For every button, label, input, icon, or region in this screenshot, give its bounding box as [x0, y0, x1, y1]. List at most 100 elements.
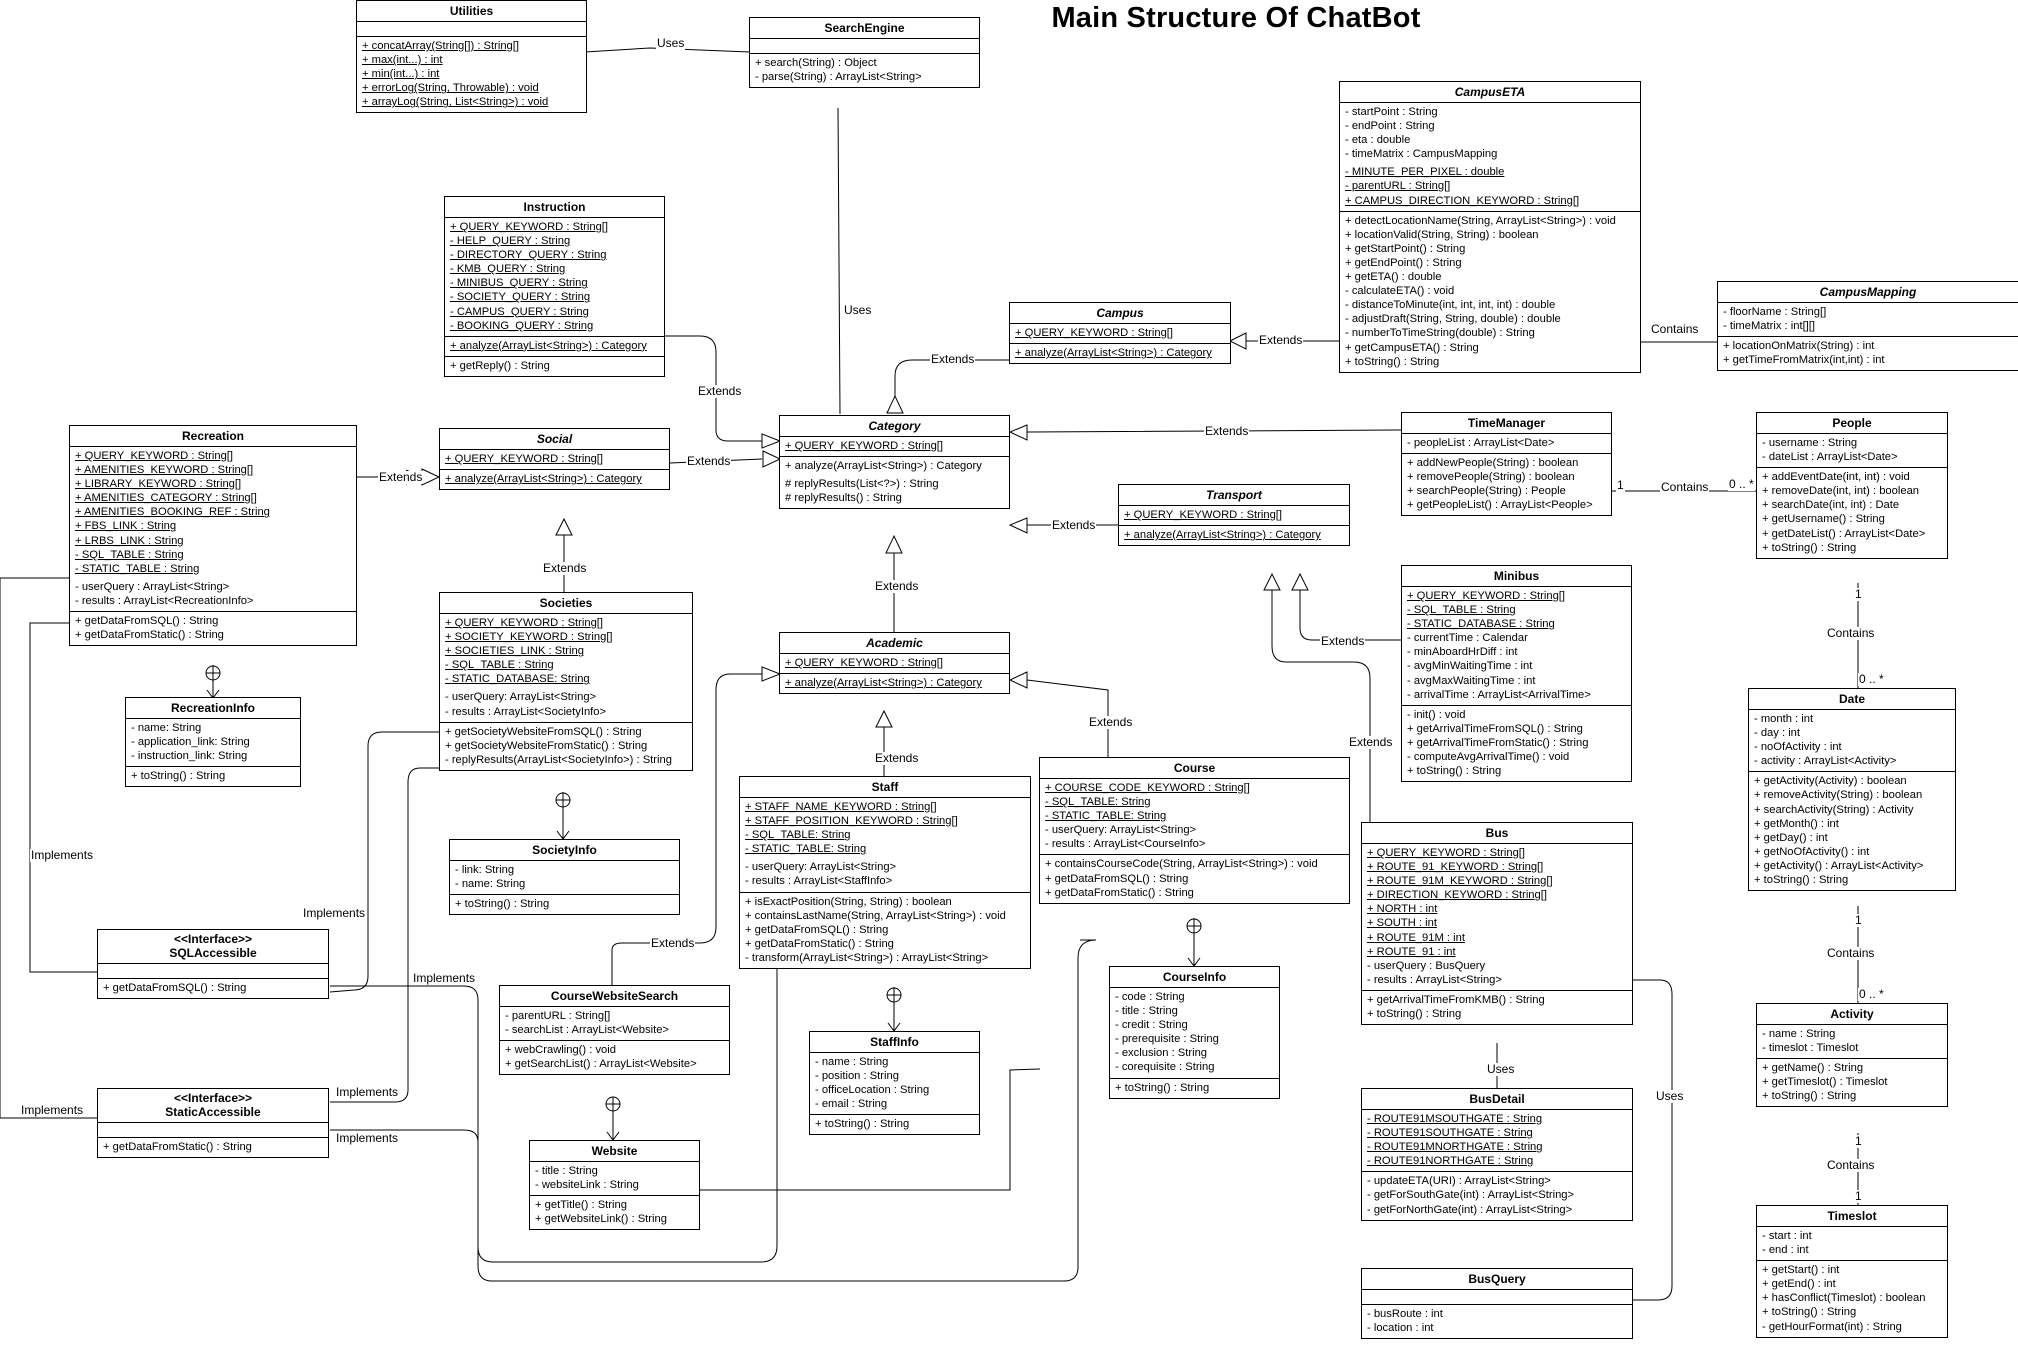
- class-name-text: BusDetail: [1469, 1092, 1525, 1106]
- class-member: - link: String: [455, 864, 515, 876]
- class-name: SocietyInfo: [450, 840, 679, 861]
- class-member: + getDataFromSQL() : String: [103, 982, 247, 994]
- edge-cws-academic: [611, 673, 762, 985]
- class-member: + NORTH : int: [1367, 903, 1438, 916]
- edge-label: Contains: [1826, 626, 1876, 640]
- class-member: + CAMPUS_DIRECTION_KEYWORD : String[]: [1345, 194, 1580, 207]
- class-member: - currentTime : Calendar: [1407, 632, 1528, 645]
- class-member: + STAFF_NAME_KEYWORD : String[]: [745, 801, 937, 813]
- class-name-text: Activity: [1830, 1007, 1874, 1021]
- edge-label: Uses: [1486, 1062, 1516, 1076]
- class-member: + QUERY_KEYWORD : String[]: [785, 440, 944, 452]
- class-member: + ROUTE_91M : int: [1367, 931, 1465, 944]
- class-member: + AMENITIES_BOOKING_REF : String: [75, 506, 270, 519]
- class-member: + toString() : String: [1115, 1081, 1210, 1094]
- edge-label: Extends: [1348, 735, 1394, 749]
- edge-recreation-staticaccessible: [0, 577, 97, 1119]
- operation-section: + getStart() : int+ getEnd() : int+ hasC…: [1757, 1261, 1947, 1336]
- class-member: - title : String: [535, 1165, 598, 1177]
- class-member: + getSocietyWebsiteFromSQL() : String: [445, 725, 642, 738]
- class-name: Societies: [440, 593, 692, 614]
- class-societyinfo: SocietyInfo- link: String- name: String+…: [449, 839, 680, 916]
- operation-section: + addNewPeople(String) : boolean+ remove…: [1402, 454, 1611, 515]
- class-member: + QUERY_KEYWORD : String[]: [1015, 327, 1174, 339]
- class-member: - distanceToMinute(int, int, int, int) :…: [1345, 299, 1556, 312]
- arrowhead-recreation-social: [421, 468, 441, 486]
- class-member: + QUERY_KEYWORD : String[]: [1407, 590, 1566, 602]
- class-member: - SOCIETY_QUERY : String: [450, 291, 591, 304]
- class-member: + getDataFromStatic() : String: [75, 629, 224, 642]
- class-member: + getNoOfActivity() : int: [1754, 845, 1870, 858]
- class-member: + toString() : String: [1762, 1306, 1857, 1319]
- operation-section: + getDataFromSQL() : String: [98, 979, 328, 998]
- class-name-text: RecreationInfo: [170, 701, 255, 715]
- class-member: - name: String: [455, 878, 526, 891]
- class-member: - SQL_TABLE: String: [1045, 796, 1151, 809]
- class-member: - CAMPUS_QUERY : String: [450, 305, 589, 318]
- edge-label: Implements: [412, 971, 477, 985]
- operation-section: + webCrawling() : void+ getSearchList() …: [500, 1041, 729, 1074]
- arrowhead-campuseta-campus: [1228, 332, 1247, 350]
- edge-label: 0 .. *: [1858, 987, 1885, 1001]
- edge-label: Implements: [335, 1085, 400, 1099]
- attribute-section: - startPoint : String- endPoint : String…: [1340, 103, 1640, 212]
- class-name: Instruction: [445, 197, 664, 218]
- class-member: - officeLocation : String: [815, 1084, 930, 1097]
- class-member: + search(String) : Object: [755, 57, 877, 69]
- class-member: + locationOnMatrix(String) : int: [1723, 340, 1875, 353]
- class-coursewebsitesearch: CourseWebsiteSearch- parentURL : String[…: [499, 985, 730, 1076]
- class-member: + containsLastName(String, ArrayList<Str…: [745, 909, 1006, 922]
- attribute-section: - name: String- application_link: String…: [126, 719, 300, 768]
- class-minibus: Minibus+ QUERY_KEYWORD : String[]- SQL_T…: [1401, 565, 1632, 783]
- class-utilities: Utilities+ concatArray(String[]) : Strin…: [356, 0, 587, 114]
- class-activity: Activity - name : String- timeslot : Time…: [1756, 1003, 1948, 1108]
- class-member: + toString() : String: [815, 1118, 910, 1131]
- operation-section: + detectLocationName(String, ArrayList<S…: [1340, 212, 1640, 372]
- attribute-section: - username : String- dateList : ArrayLis…: [1757, 434, 1947, 469]
- attribute-section: - title : String- websiteLink : String: [530, 1162, 699, 1197]
- class-name-text: People: [1832, 416, 1872, 430]
- class-member: - timeMatrix : int[][]: [1723, 320, 1815, 333]
- class-name: Bus: [1362, 823, 1632, 844]
- class-name-text: StaticAccessible: [165, 1105, 261, 1119]
- class-member: + webCrawling() : void: [505, 1044, 616, 1057]
- class-social: Social+ QUERY_KEYWORD : String[]+ analyz…: [439, 428, 670, 491]
- class-member: + ROUTE_91M_KEYWORD : String[]: [1367, 875, 1553, 888]
- class-member: - ROUTE91MNORTHGATE : String: [1367, 1141, 1543, 1154]
- class-member: + getPeopleList() : ArrayList<People>: [1407, 499, 1593, 512]
- class-member: + getETA() : double: [1345, 271, 1442, 284]
- class-member: - ROUTE91SOUTHGATE : String: [1367, 1127, 1533, 1140]
- operation-section: + toString() : String: [1110, 1079, 1279, 1098]
- attribute-section: - month : int- day : int- noOfActivity :…: [1749, 710, 1955, 773]
- edge-course-cws: [680, 1068, 1041, 1191]
- class-busquery: BusQuery- busRoute : int- location : int: [1361, 1268, 1633, 1340]
- edge-course-staticaccessible: [330, 939, 1097, 1282]
- class-member: - MINUTE_PER_PIXEL : double: [1345, 166, 1505, 179]
- edge-label: Extends: [1258, 333, 1304, 347]
- class-member: - title : String: [1115, 1005, 1178, 1018]
- edge-utilities-searchengine: [584, 47, 751, 53]
- arrowhead-campus-category: [886, 394, 904, 414]
- operation-section: + containsCourseCode(String, ArrayList<S…: [1040, 855, 1349, 902]
- operation-section: + getDataFromStatic() : String: [98, 1138, 328, 1157]
- operation-section: + toString() : String: [126, 767, 300, 786]
- arrowhead-bus-transport: [1263, 572, 1281, 591]
- edge-searchengine-category: [837, 107, 841, 415]
- attribute-section: - name : String- timeslot : Timeslot: [1757, 1025, 1947, 1060]
- class-campusmapping: CampusMapping- floorName : String[]- tim…: [1717, 281, 2018, 372]
- class-member: + removeActivity(String) : boolean: [1754, 789, 1923, 802]
- operation-section: + getArrivalTimeFromKMB() : String+ toSt…: [1362, 991, 1632, 1024]
- class-member: + SOCIETY_KEYWORD : String[]: [445, 631, 613, 644]
- operation-section: + getTitle() : String+ getWebsiteLink() …: [530, 1196, 699, 1229]
- class-member: + toString() : String: [1367, 1008, 1462, 1021]
- class-member: + getArrivalTimeFromSQL() : String: [1407, 722, 1583, 735]
- arrowhead-course-academic: [1008, 671, 1028, 689]
- class-member: - floorName : String[]: [1723, 306, 1827, 318]
- edge-label: Implements: [335, 1131, 400, 1145]
- class-name: TimeManager: [1402, 413, 1611, 434]
- class-name-text: Recreation: [181, 429, 245, 443]
- class-member: + toString() : String: [1762, 541, 1857, 554]
- class-member: + addEventDate(int, int) : void: [1762, 471, 1910, 484]
- arrowhead-timemanager-category: [1008, 424, 1028, 441]
- class-name-text: SocietyInfo: [532, 843, 597, 857]
